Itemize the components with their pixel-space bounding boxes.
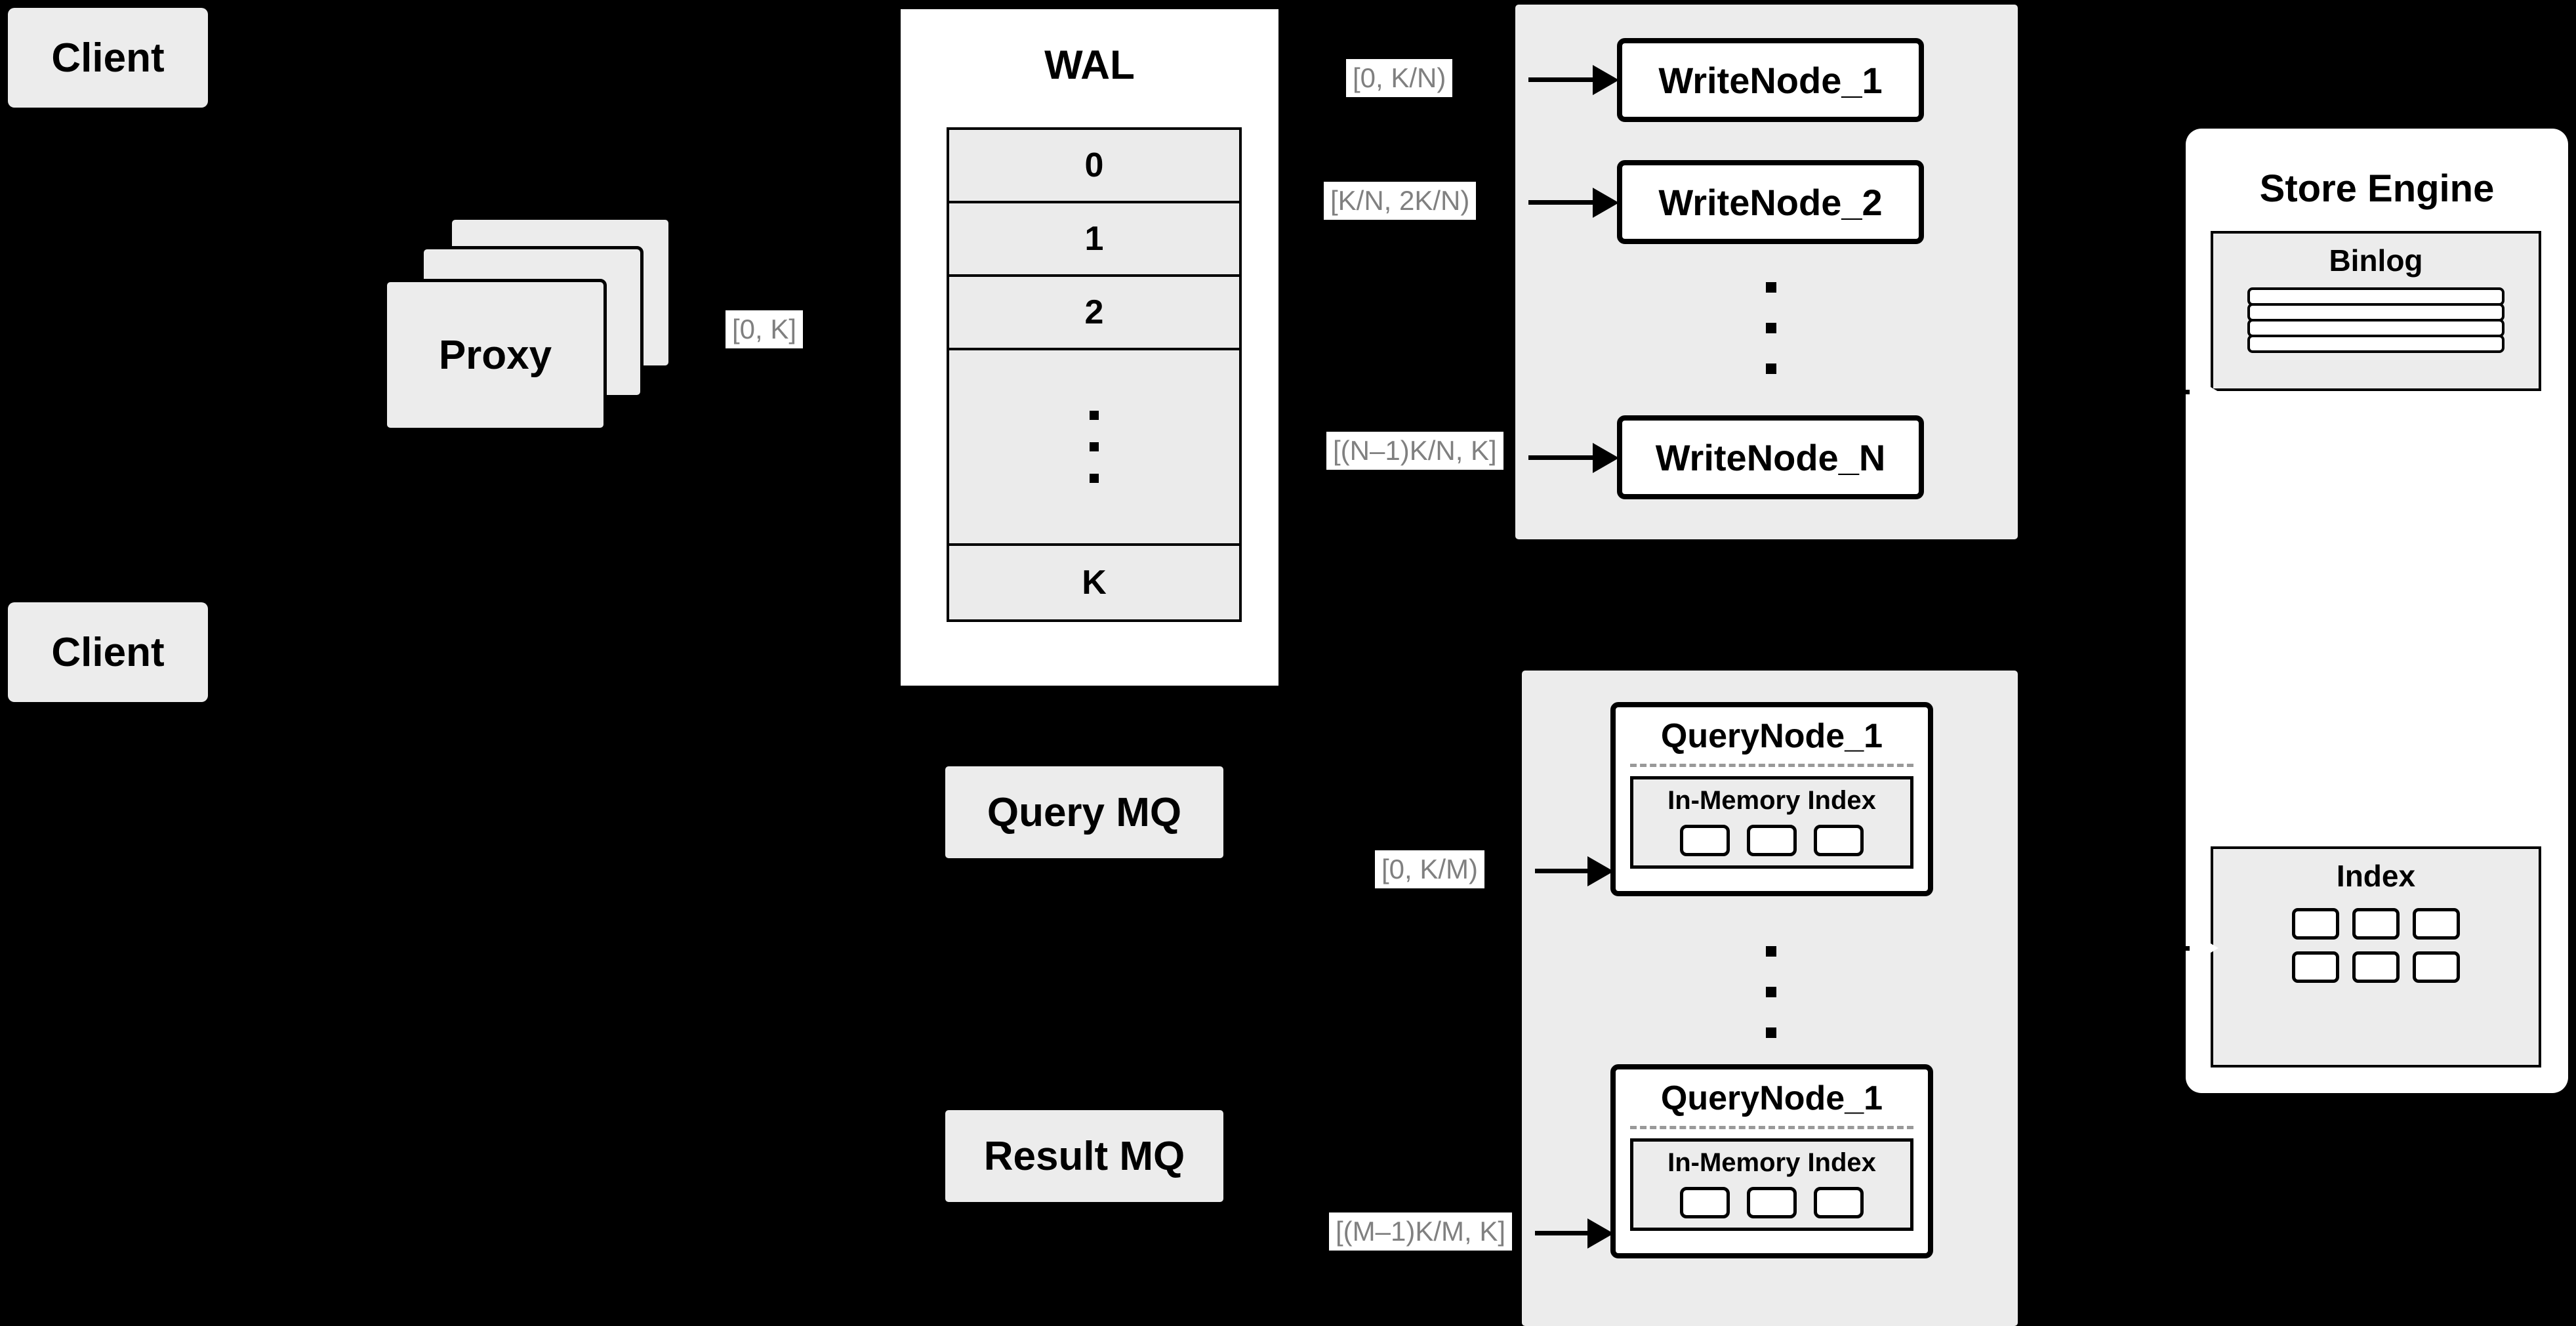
index-slot xyxy=(1747,825,1797,856)
binlog-rows xyxy=(2247,287,2504,353)
store-engine-title: Store Engine xyxy=(2259,167,2495,210)
edge-label-query-m: [(M–1)K/M, K] xyxy=(1329,1212,1513,1251)
index-title: Index xyxy=(2336,859,2416,893)
in-memory-index-title: In-Memory Index xyxy=(1667,1148,1876,1177)
binlog-panel: Binlog xyxy=(2211,231,2541,391)
query-mq-label: Query MQ xyxy=(987,789,1182,835)
vertical-dot-icon xyxy=(1090,474,1099,483)
edge-label-write-2: [K/N, 2K/N) xyxy=(1324,182,1477,220)
index-cell xyxy=(2413,908,2460,940)
arrowhead-query-1-icon xyxy=(1587,856,1614,886)
index-grid xyxy=(2213,908,2539,983)
index-cell xyxy=(2292,908,2339,940)
arrowhead-query-m-icon xyxy=(1587,1218,1614,1249)
write-node-label: WriteNode_2 xyxy=(1658,181,1883,223)
write-node-label: WriteNode_1 xyxy=(1658,59,1883,101)
index-cell xyxy=(2413,951,2460,983)
arrowhead-index-icon xyxy=(2187,928,2220,968)
wal-title: WAL xyxy=(1044,43,1135,88)
result-mq-node[interactable]: Result MQ xyxy=(945,1110,1223,1202)
wal-row: 2 xyxy=(949,277,1239,350)
vertical-dot-icon xyxy=(1766,987,1776,997)
index-cell xyxy=(2352,908,2400,940)
vertical-dot-icon xyxy=(1090,411,1099,420)
edge-label-write-n: [(N–1)K/N, K] xyxy=(1326,432,1503,470)
query-node-1[interactable]: QueryNode_1 In-Memory Index xyxy=(1610,702,1933,896)
write-node-n[interactable]: WriteNode_N xyxy=(1617,415,1924,499)
connector-line-binlog xyxy=(2156,390,2193,394)
connector-line-query-m xyxy=(1535,1231,1607,1235)
index-slot xyxy=(1814,825,1864,856)
index-slot xyxy=(1814,1187,1864,1218)
index-panel: Index xyxy=(2211,846,2541,1067)
client-label: Client xyxy=(51,35,165,81)
vertical-dot-icon xyxy=(1766,1027,1776,1038)
client-node-2[interactable]: Client xyxy=(8,602,208,702)
arrowhead-write-2-icon xyxy=(1593,188,1619,218)
write-node-2[interactable]: WriteNode_2 xyxy=(1617,160,1924,244)
query-node-divider xyxy=(1630,1126,1913,1129)
binlog-title: Binlog xyxy=(2329,243,2423,278)
query-node-divider xyxy=(1630,764,1913,767)
wal-row: 0 xyxy=(949,130,1239,203)
vertical-dot-icon xyxy=(1766,946,1776,957)
result-mq-label: Result MQ xyxy=(983,1133,1185,1179)
write-node-1[interactable]: WriteNode_1 xyxy=(1617,38,1924,122)
connector-line-index xyxy=(2156,946,2193,951)
connector-line-query-1 xyxy=(1535,869,1607,873)
vertical-dot-icon xyxy=(1090,442,1099,451)
connector-line-write-2 xyxy=(1528,200,1607,205)
wal-row-value: 2 xyxy=(1084,293,1104,331)
client-label: Client xyxy=(51,629,165,675)
write-node-label: WriteNode_N xyxy=(1655,436,1886,478)
edge-label-write-1: [0, K/N) xyxy=(1346,59,1453,97)
index-cell xyxy=(2292,951,2339,983)
vertical-dot-icon xyxy=(1766,363,1776,374)
connector-line-write-n xyxy=(1528,455,1607,460)
index-slot xyxy=(1680,825,1730,856)
query-node-m[interactable]: QueryNode_1 In-Memory Index xyxy=(1610,1064,1933,1258)
index-cell xyxy=(2352,951,2400,983)
in-memory-index-panel: In-Memory Index xyxy=(1630,1138,1913,1231)
binlog-row xyxy=(2247,335,2504,353)
in-memory-index-slots xyxy=(1633,1187,1910,1218)
arrowhead-write-1-icon xyxy=(1593,65,1619,95)
index-slot xyxy=(1680,1187,1730,1218)
in-memory-index-panel: In-Memory Index xyxy=(1630,776,1913,869)
wal-row-value: K xyxy=(1082,564,1107,602)
wal-container: WAL 0 1 2 K xyxy=(897,5,1282,690)
wal-row: 1 xyxy=(949,203,1239,277)
in-memory-index-slots xyxy=(1633,825,1910,856)
connector-line-write-1 xyxy=(1528,77,1607,82)
wal-table: 0 1 2 K xyxy=(947,127,1242,622)
wal-row-ellipsis xyxy=(949,350,1239,546)
edge-label-query-1: [0, K/M) xyxy=(1375,850,1485,888)
query-node-label: QueryNode_1 xyxy=(1660,717,1883,755)
arrowhead-binlog-icon xyxy=(2187,372,2220,411)
wal-row-value: 1 xyxy=(1084,220,1104,258)
vertical-dot-icon xyxy=(1766,323,1776,333)
wal-row: K xyxy=(949,546,1239,619)
client-node-1[interactable]: Client xyxy=(8,8,208,108)
query-mq-node[interactable]: Query MQ xyxy=(945,766,1223,858)
in-memory-index-title: In-Memory Index xyxy=(1667,786,1876,815)
vertical-dot-icon xyxy=(1766,282,1776,293)
proxy-node[interactable]: Proxy xyxy=(384,279,607,431)
edge-label-proxy-to-wal: [0, K] xyxy=(726,310,804,348)
wal-row-value: 0 xyxy=(1084,146,1104,184)
arrowhead-write-n-icon xyxy=(1593,443,1619,473)
querynode-ellipsis xyxy=(1766,946,1776,1038)
writenode-ellipsis xyxy=(1766,282,1776,374)
index-slot xyxy=(1747,1187,1797,1218)
query-node-label: QueryNode_1 xyxy=(1660,1079,1883,1117)
proxy-label: Proxy xyxy=(438,332,552,378)
